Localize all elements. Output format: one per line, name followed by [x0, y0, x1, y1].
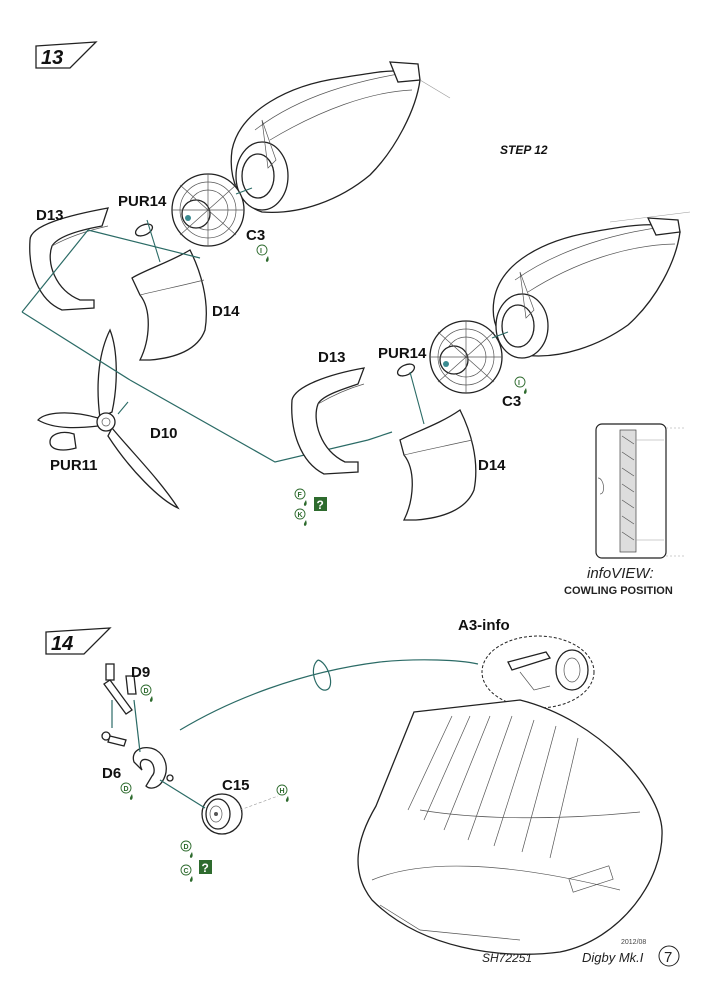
label-d9: D9 — [131, 664, 150, 681]
paint-mark-c: C — [180, 864, 193, 882]
page-number-circle — [658, 945, 680, 967]
guide-loop — [312, 659, 332, 691]
footer-model-name: Digby Mk.I — [582, 950, 644, 965]
guide-lines-mid — [367, 331, 509, 441]
label-d6: D6 — [102, 765, 121, 782]
svg-text:K: K — [298, 512, 303, 519]
spinner-pur11 — [49, 431, 77, 451]
paint-mark-i-mid: I — [514, 376, 527, 394]
svg-text:D: D — [184, 844, 189, 851]
label-pur14-mid: PUR14 — [378, 345, 427, 362]
svg-text:?: ? — [317, 498, 324, 512]
optional-part-marker-14: ? — [199, 860, 212, 875]
spinner-pur14-top — [134, 223, 154, 237]
svg-text:F: F — [298, 492, 303, 499]
engine-nacelle-mid — [492, 211, 691, 359]
label-c15: C15 — [222, 777, 250, 794]
spinner-pur14-mid — [396, 363, 416, 377]
label-a3-info: A3-info — [458, 617, 510, 634]
step-12-reference: STEP 12 — [500, 143, 548, 157]
svg-text:C: C — [184, 868, 189, 875]
label-d14-mid: D14 — [478, 457, 506, 474]
paint-mark-d-c15: D — [180, 840, 193, 858]
svg-text:?: ? — [202, 861, 209, 875]
info-view-subtitle: COWLING POSITION — [564, 585, 673, 597]
guide-lines-upper — [21, 187, 369, 463]
label-c3-mid: C3 — [502, 393, 521, 410]
label-c3-top: C3 — [246, 227, 265, 244]
gear-strut-d9 — [101, 663, 137, 747]
label-d10: D10 — [150, 425, 178, 442]
guide-curve-to-wing — [179, 659, 479, 731]
info-view-cowling-position — [595, 423, 684, 559]
label-d14-top: D14 — [212, 303, 240, 320]
wheel-fork-d6 — [132, 747, 174, 789]
wing-lower-surface — [357, 699, 663, 955]
paint-mark-d-d6: D — [120, 782, 133, 800]
label-d13-top: D13 — [36, 207, 64, 224]
cowling-front-d13-top — [29, 207, 109, 311]
svg-text:D: D — [124, 786, 129, 793]
svg-text:H: H — [280, 788, 285, 795]
svg-text:I: I — [260, 248, 262, 255]
propeller-d10 — [36, 328, 180, 510]
paint-mark-h: H — [276, 784, 289, 802]
svg-text:I: I — [518, 380, 520, 387]
page-number: 7 — [664, 949, 672, 966]
label-d13-mid: D13 — [318, 349, 346, 366]
guide-lines-step14 — [111, 699, 279, 811]
engine-cylinders-top — [171, 173, 245, 247]
cowling-rear-d14-top — [131, 249, 207, 361]
paint-mark-d-d9: D — [140, 684, 153, 702]
step-13-number: 13 — [41, 47, 63, 69]
paint-mark-i-top: I — [256, 244, 269, 262]
engine-nacelle-top — [230, 61, 451, 214]
step-13-header: 13 — [35, 41, 98, 69]
optional-part-marker-13: ? — [314, 497, 327, 512]
footer-date: 2012/08 — [621, 939, 646, 946]
paint-mark-k: K — [294, 508, 307, 526]
svg-text:D: D — [144, 688, 149, 695]
footer-product-code: SH72251 — [482, 951, 532, 965]
a3-info-bubble — [481, 635, 595, 709]
step-14-header: 14 — [45, 627, 112, 655]
engine-cylinders-mid — [429, 320, 503, 394]
step-14-number: 14 — [51, 633, 73, 655]
cowling-rear-d14-mid — [399, 409, 477, 521]
cowling-front-d13-mid — [291, 367, 366, 475]
paint-mark-f: F — [294, 488, 307, 506]
label-pur14-top: PUR14 — [118, 193, 167, 210]
wheel-c15 — [201, 793, 243, 835]
label-pur11: PUR11 — [50, 457, 98, 474]
info-view-title: infoVIEW: — [587, 565, 654, 582]
